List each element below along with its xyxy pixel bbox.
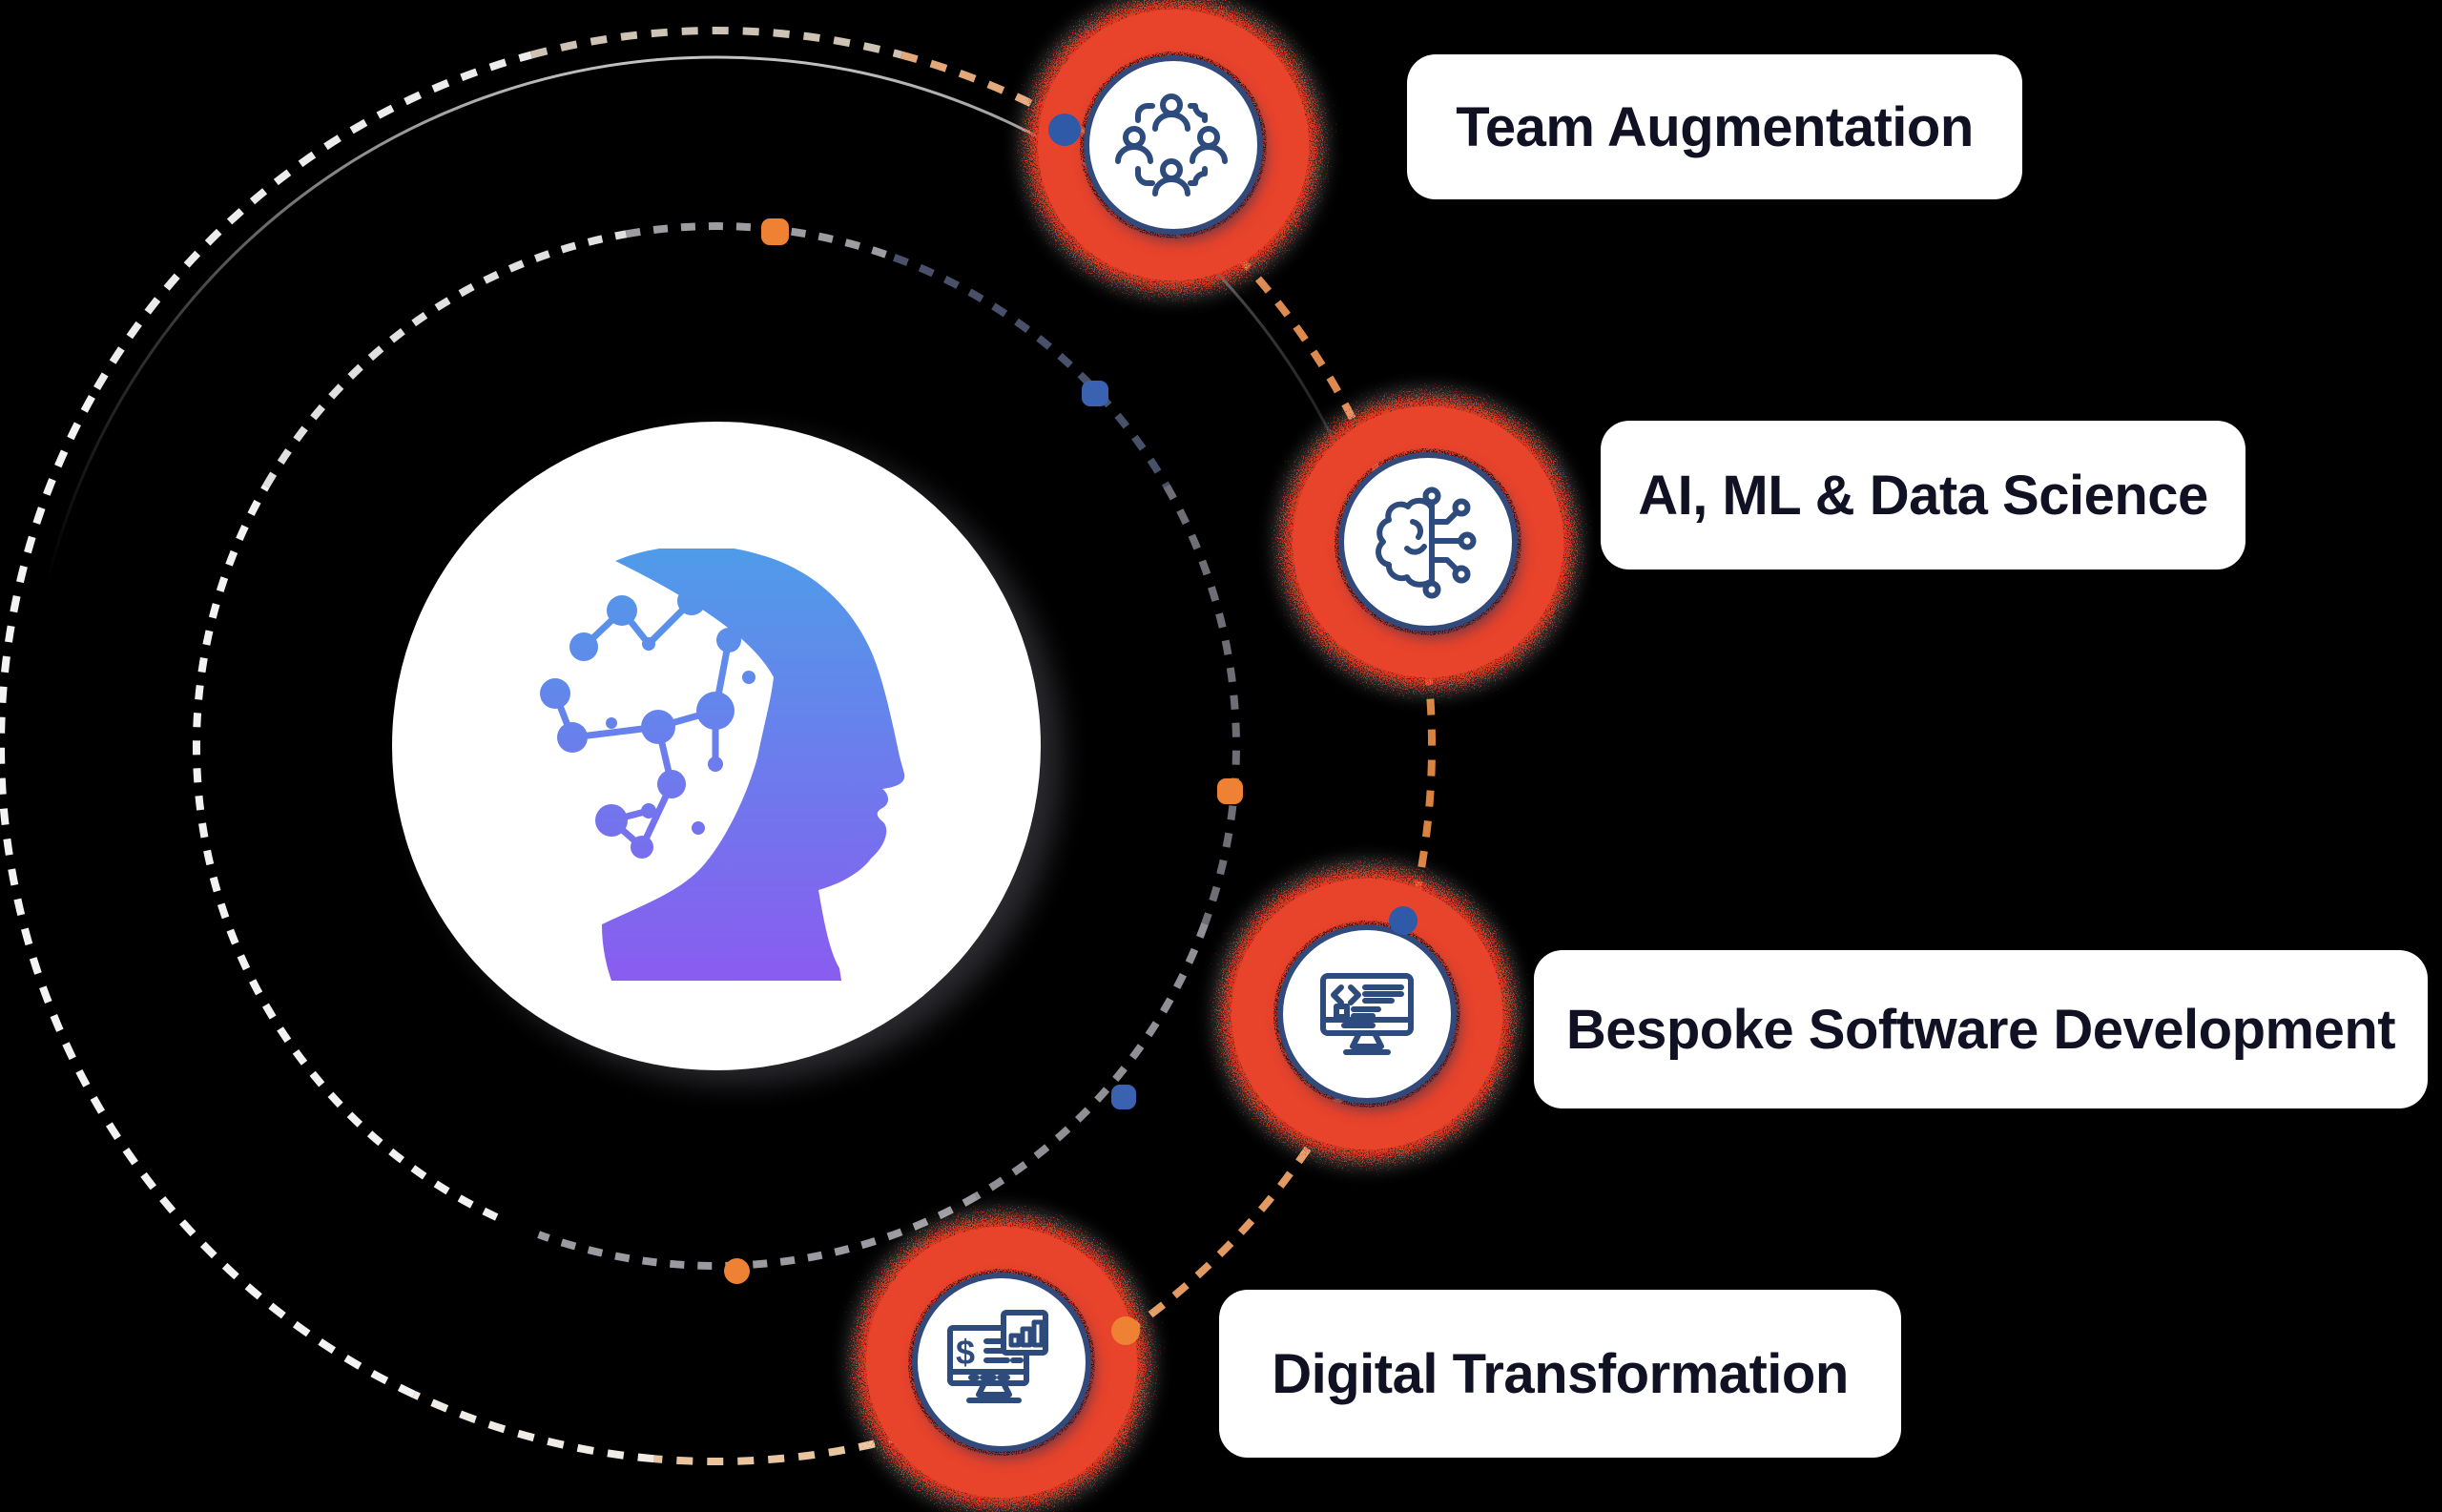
label-team-augmentation[interactable]: Team Augmentation xyxy=(1407,54,2022,199)
satellite-digital-transformation[interactable]: $ xyxy=(830,1191,1173,1512)
neural-dots xyxy=(540,587,755,859)
label-ai-ml-data-science[interactable]: AI, ML & Data Science xyxy=(1601,421,2245,570)
label-bespoke-software-development[interactable]: Bespoke Software Development xyxy=(1534,950,2428,1108)
faint-orbit-circle xyxy=(26,55,1407,1437)
accent-dot-blue xyxy=(1111,1085,1136,1109)
icon-disc xyxy=(1338,452,1518,632)
satellite-team-augmentation[interactable] xyxy=(1002,0,1345,317)
red-ring xyxy=(1231,879,1502,1150)
accent-dot-orange xyxy=(724,1258,750,1284)
finance-dashboard-monitor-icon: $ xyxy=(947,1310,1048,1403)
brand-logo-circle xyxy=(392,422,1041,1070)
team-people-icon xyxy=(1115,93,1228,197)
inner-orbit xyxy=(192,222,1240,1270)
satellite-ai-ml-data-science[interactable] xyxy=(1256,370,1600,714)
accent-dot-orange xyxy=(1111,1316,1140,1345)
code-monitor-icon xyxy=(1320,973,1414,1055)
brain-circuit-icon xyxy=(1376,487,1477,599)
label-text: Team Augmentation xyxy=(1456,95,1974,158)
accent-dot-blue xyxy=(1082,381,1108,406)
accent-dot-navy xyxy=(1048,114,1081,146)
accent-dot-navy xyxy=(1389,906,1418,935)
dollar-glyph: $ xyxy=(956,1333,975,1372)
red-ring xyxy=(1293,406,1563,677)
label-text: Bespoke Software Development xyxy=(1565,998,2396,1061)
accent-dot-orange xyxy=(761,218,789,245)
label-text: Digital Transformation xyxy=(1272,1342,1849,1405)
label-digital-transformation[interactable]: Digital Transformation xyxy=(1219,1290,1901,1458)
label-text: AI, ML & Data Science xyxy=(1638,464,2208,527)
neural-head-icon xyxy=(540,549,905,981)
satellite-bespoke-software[interactable] xyxy=(1195,842,1539,1186)
neural-network xyxy=(551,598,733,850)
red-ring xyxy=(866,1227,1137,1498)
head-silhouette xyxy=(602,549,905,981)
accent-dot-orange xyxy=(1217,778,1243,804)
icon-disc xyxy=(1084,55,1263,235)
